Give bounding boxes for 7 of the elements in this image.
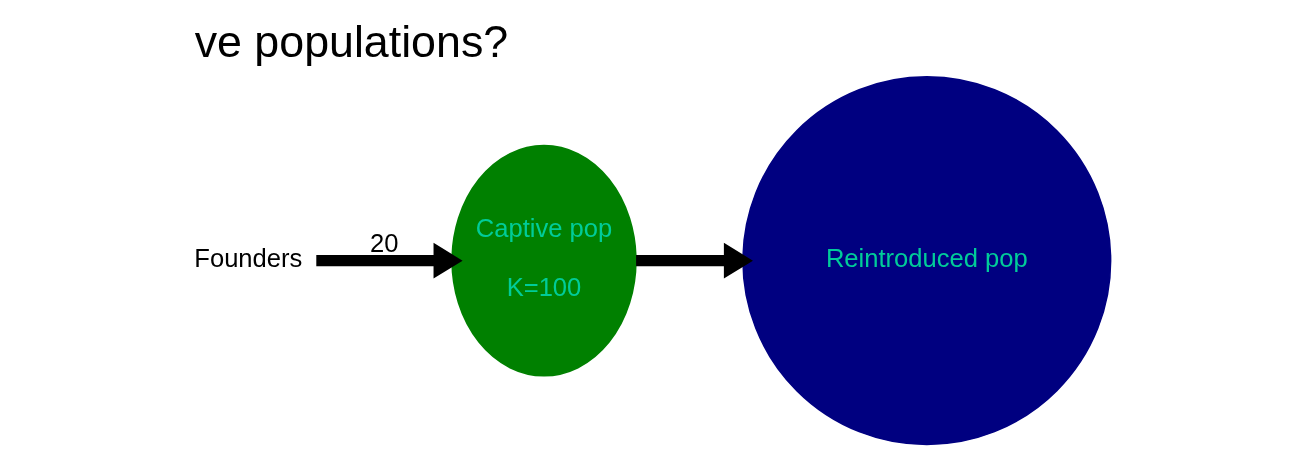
arrow	[636, 242, 753, 279]
node-ellipse: Captive pop K=100	[451, 144, 637, 377]
diagram-title: ve populations?	[194, 15, 509, 66]
edge-label: 20	[369, 229, 399, 258]
arrow	[316, 242, 463, 279]
node-text: Founders	[194, 243, 303, 272]
node-circle: Reintroduced pop	[742, 76, 1112, 446]
